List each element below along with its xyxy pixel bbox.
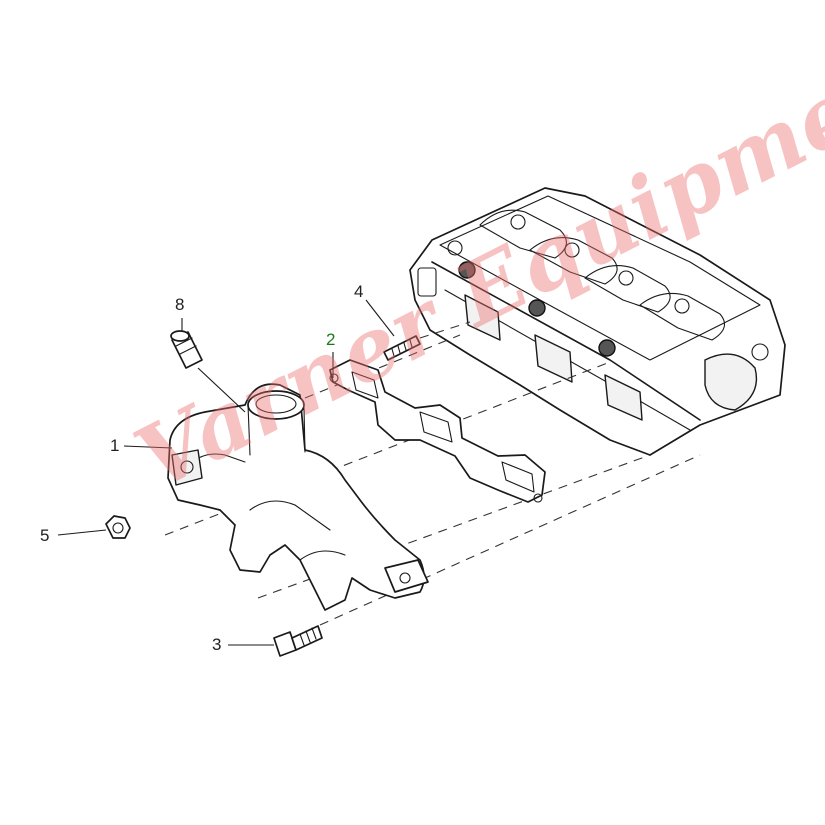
plug-fitting <box>170 330 203 369</box>
callout-5: 5 <box>40 526 50 545</box>
exhaust-manifold <box>167 383 429 611</box>
callout-2: 2 <box>326 330 336 349</box>
callout-leaders <box>57 299 395 646</box>
callout-4: 4 <box>354 282 364 301</box>
callout-3: 3 <box>212 635 222 654</box>
nut <box>105 515 131 539</box>
cylinder-head <box>409 187 786 456</box>
bolt <box>273 625 323 657</box>
callout-8: 8 <box>175 295 185 314</box>
callout-1: 1 <box>110 436 120 455</box>
exhaust-gasket <box>329 359 546 503</box>
stud <box>383 335 421 361</box>
